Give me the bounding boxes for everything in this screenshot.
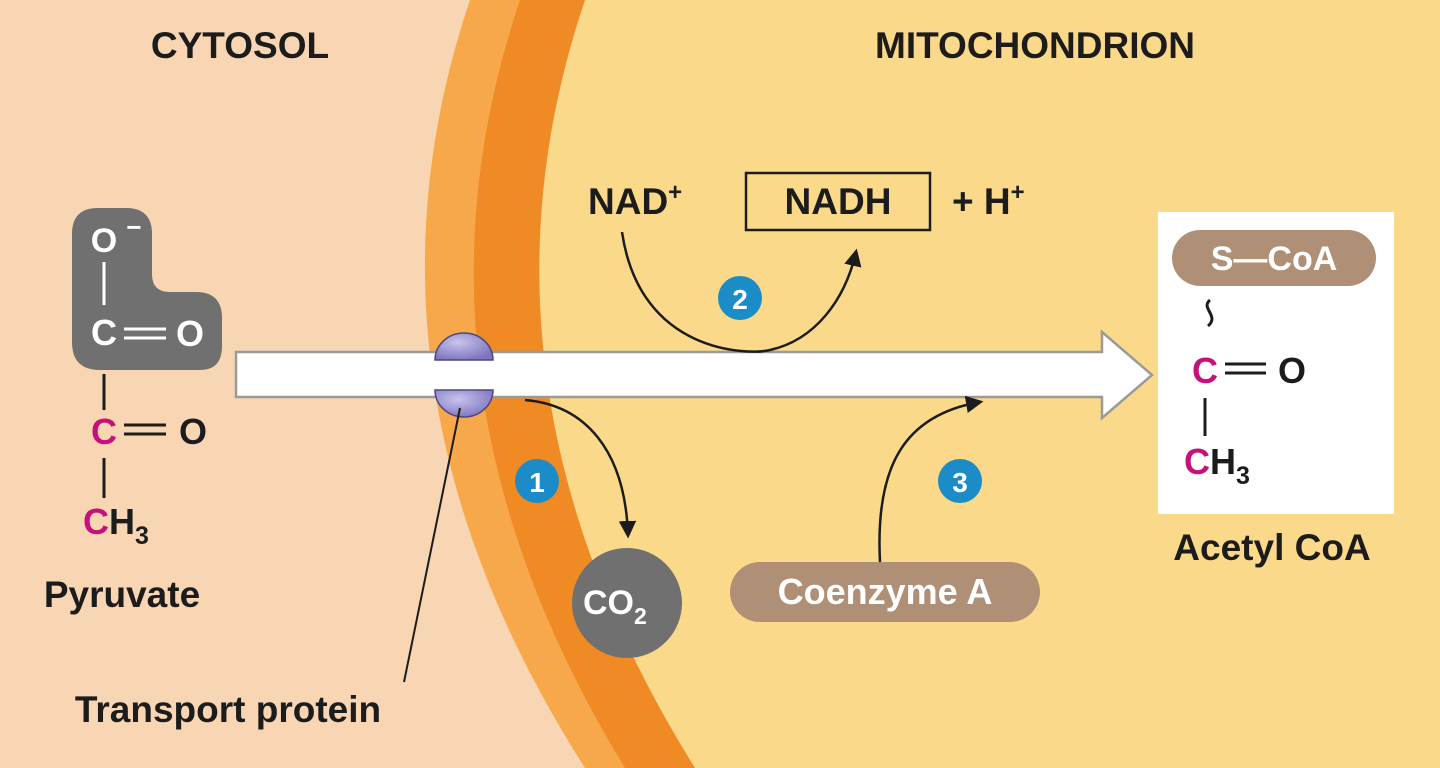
transport-protein-bottom <box>434 389 494 418</box>
acetyl-coa-label: Acetyl CoA <box>1173 527 1370 568</box>
coenzyme-a-label: Coenzyme A <box>778 571 993 612</box>
pyruvate-carbonyl-o: O <box>179 411 207 452</box>
co2-bubble <box>572 548 682 658</box>
pyruvate-carboxyl-c: C <box>91 312 117 353</box>
transport-protein-top <box>434 332 494 361</box>
step2-arrow <box>620 231 862 353</box>
acetyl-o: O <box>1278 350 1306 391</box>
pyruvate-carbonyl-c: C <box>91 411 117 452</box>
nadh-box <box>744 171 932 232</box>
cytosol-label: CYTOSOL <box>151 25 329 66</box>
co2-label: CO2 <box>583 584 647 629</box>
s-coa-label: S—CoA <box>1211 240 1338 278</box>
transport-protein-label: Transport protein <box>75 689 381 730</box>
h-plus-label: + H+ <box>952 179 1025 222</box>
carboxyl-group-highlight <box>72 208 222 370</box>
step1-number: 1 <box>529 467 545 498</box>
step1-badge <box>515 459 559 503</box>
pyruvate-carboxyl-o: O <box>176 313 204 354</box>
pyruvate-o-minus: O <box>91 222 117 260</box>
mitochondrion-label: MITOCHONDRION <box>875 25 1195 66</box>
step1-arrow <box>524 398 637 539</box>
step2-number: 2 <box>732 284 748 315</box>
acetyl-methyl: CH3 <box>1184 441 1250 490</box>
pyruvate-label: Pyruvate <box>44 574 200 615</box>
step3-badge <box>938 459 982 503</box>
acetyl-c: C <box>1192 350 1218 391</box>
step3-arrow <box>878 395 984 563</box>
transport-protein-leader <box>403 407 461 683</box>
nadh-label: NADH <box>785 181 892 222</box>
s-coa-pill <box>1172 230 1376 286</box>
step3-number: 3 <box>952 467 968 498</box>
pyruvate-methyl: CH3 <box>83 501 149 550</box>
coenzyme-a-pill <box>730 562 1040 622</box>
thioester-bond <box>1205 298 1214 328</box>
nad-plus-label: NAD+ <box>588 179 682 222</box>
pyruvate-minus-sign: − <box>126 212 141 242</box>
step2-badge <box>718 276 762 320</box>
